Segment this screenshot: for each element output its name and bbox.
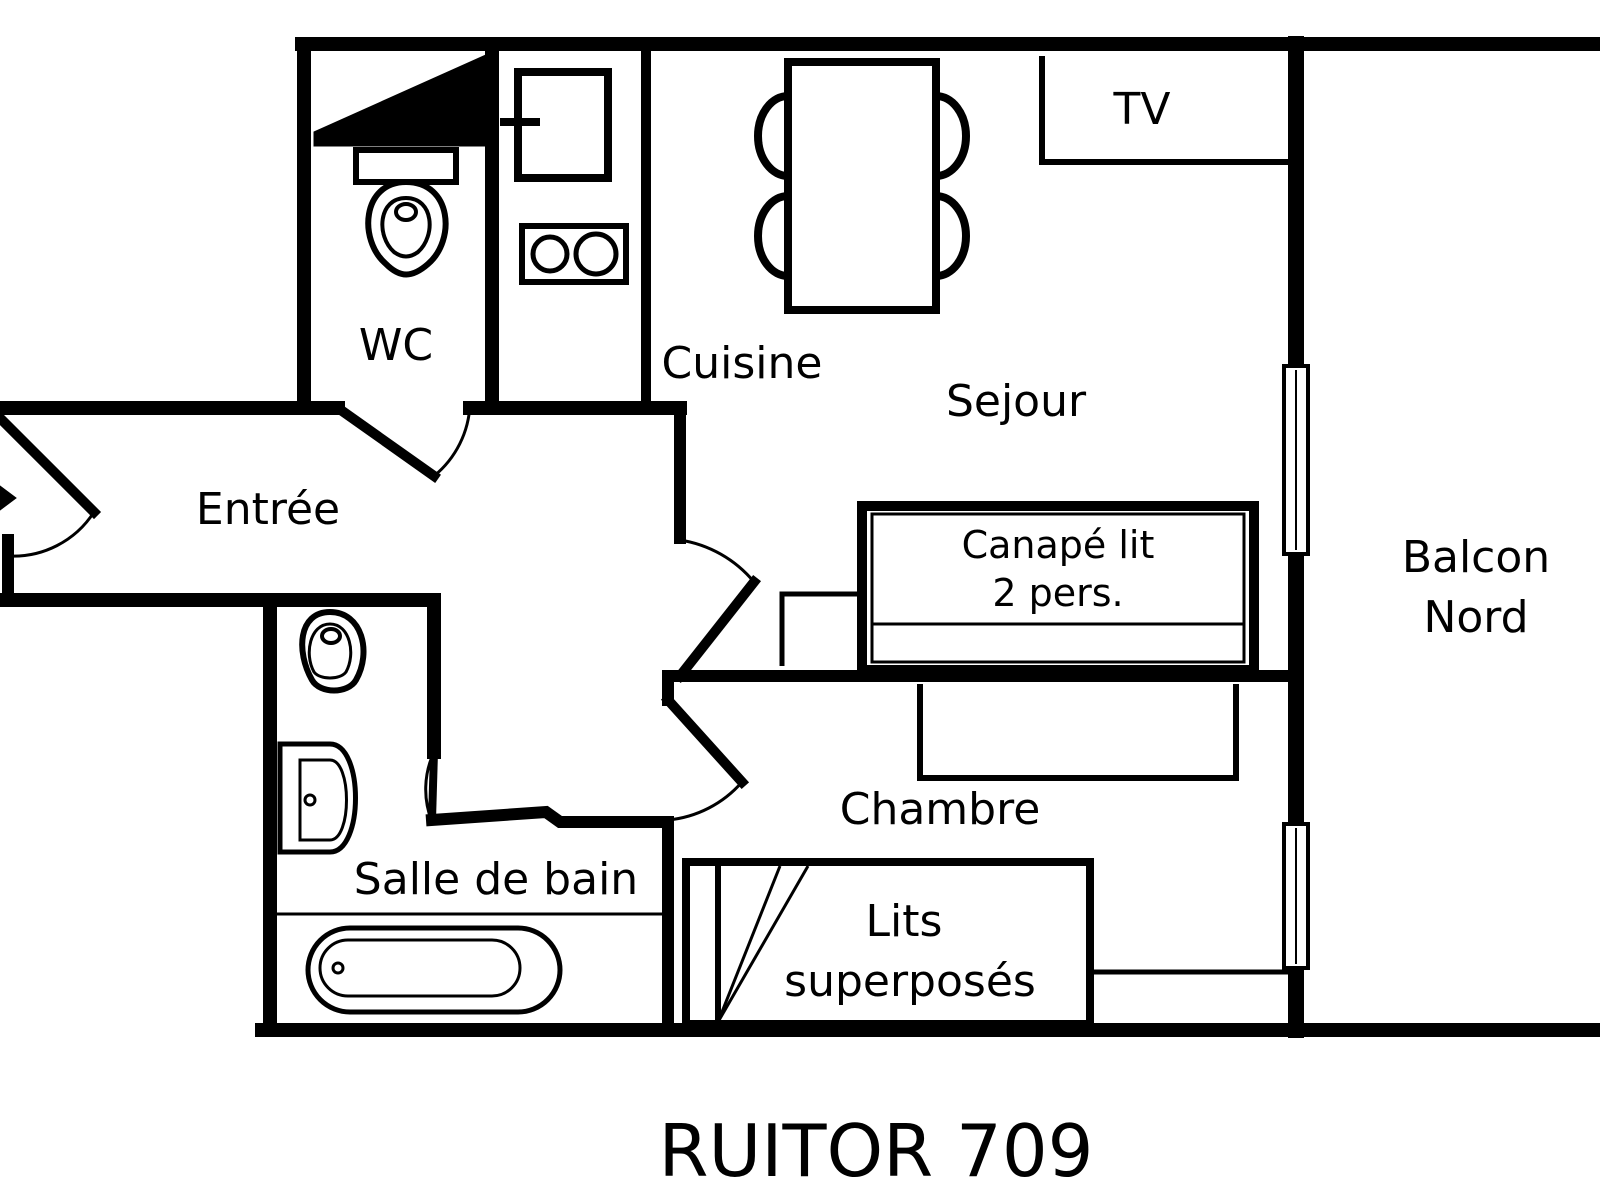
kitchen-fixtures [500, 68, 629, 285]
chambre-label: Chambre [840, 784, 1041, 835]
front-door-swing [7, 511, 96, 558]
chambre-door-swing [667, 781, 744, 822]
windows [1282, 364, 1310, 970]
sejour-label: Sejour [946, 376, 1087, 427]
bathroom-fixtures [276, 608, 664, 1015]
dining-set [754, 58, 970, 314]
room-labels: WC Cuisine Sejour Entrée Chambre Salle d… [196, 320, 1550, 905]
plan-title: RUITOR 709 [659, 1109, 1094, 1193]
dining-table [784, 58, 940, 314]
bathroom-right-wall [425, 805, 674, 1036]
salle-de-bain-label: Salle de bain [354, 854, 638, 905]
balcon-label-line1: Balcon [1402, 532, 1550, 583]
wc-duct [313, 53, 489, 147]
side-table [779, 591, 862, 666]
sejour-door [672, 574, 762, 684]
bathroom-door-swing [424, 751, 436, 823]
entrance-arrow-icon [0, 485, 17, 511]
entree-label: Entrée [196, 484, 340, 535]
chair-icon [935, 92, 970, 180]
sofa-bed-inner [870, 512, 1246, 664]
wc-door-swing [433, 403, 472, 478]
wardrobe [917, 684, 1239, 781]
chair-icon [754, 92, 789, 180]
chambre-furniture: Lits superposés [682, 684, 1290, 1028]
tv-unit: TV [1039, 56, 1288, 165]
sofa-label-line2: 2 pers. [992, 571, 1123, 615]
balcon-label-line2: Nord [1423, 592, 1528, 643]
wc-label: WC [359, 320, 433, 371]
wc-fixtures [313, 53, 489, 278]
wc-door [331, 401, 441, 483]
doors [0, 401, 762, 825]
toilet-icon [365, 178, 449, 278]
tv-label: TV [1113, 84, 1171, 135]
sejour-door-swing [679, 538, 756, 583]
bunk-beds [682, 858, 1094, 1028]
bunk-label-line1: Lits [866, 896, 943, 947]
front-door [0, 410, 102, 520]
bathroom-door [427, 747, 439, 825]
tv-cabinet [1039, 56, 1288, 165]
chair-icon [754, 192, 789, 280]
sofa-bed: Canapé lit 2 pers. [779, 501, 1259, 675]
walls [0, 36, 1600, 1038]
cuisine-label: Cuisine [662, 338, 823, 389]
chair-icon [935, 192, 970, 280]
bunk-label-line2: superposés [784, 956, 1036, 1007]
toilet-tank [353, 147, 459, 185]
chambre-door [660, 692, 750, 790]
sofa-label-line1: Canapé lit [962, 523, 1155, 567]
